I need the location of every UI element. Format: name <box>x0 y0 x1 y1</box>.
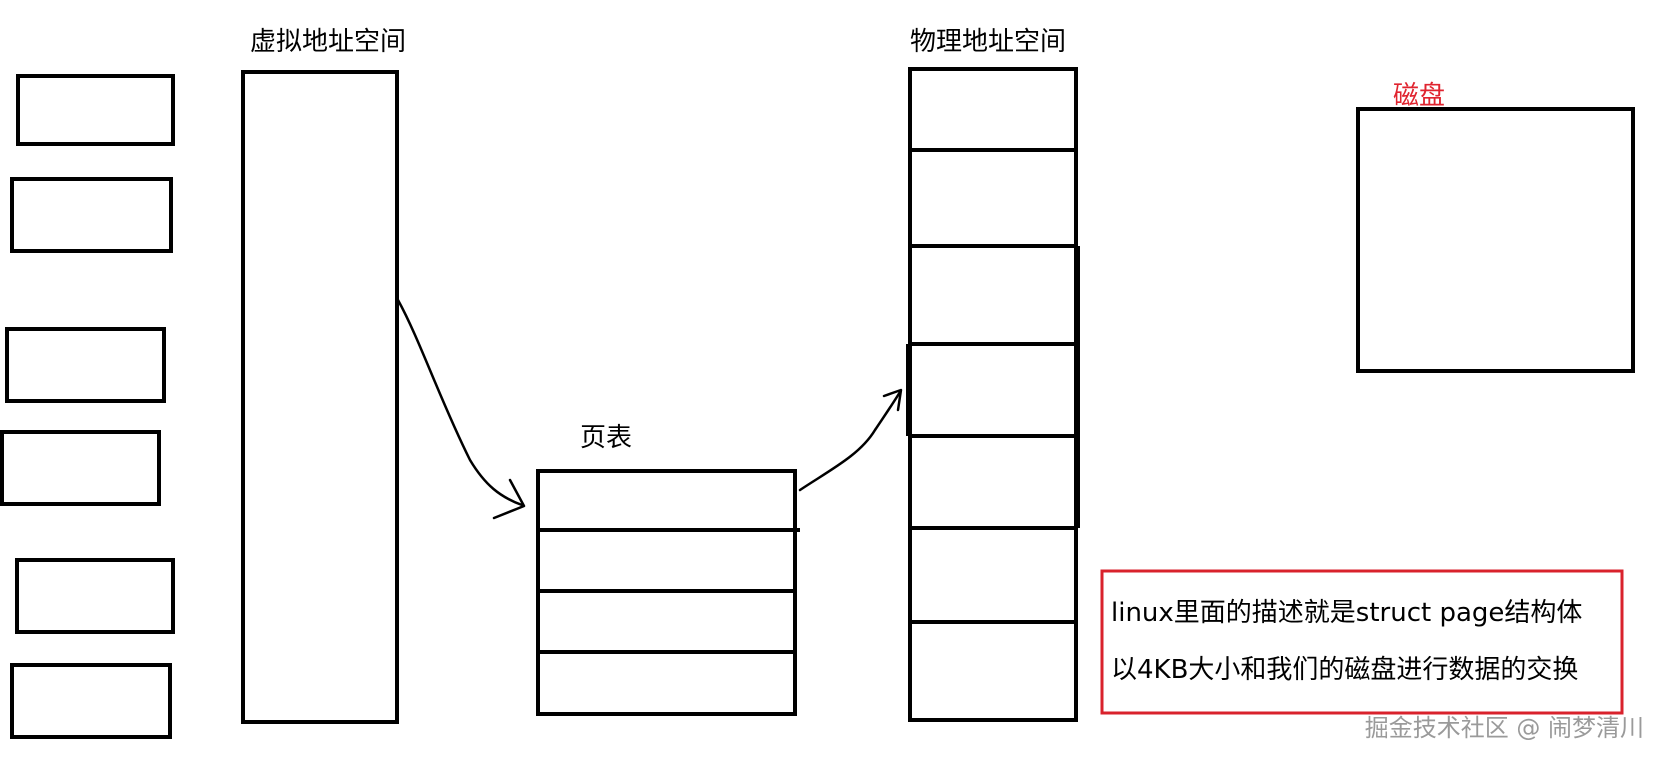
disk-label: 磁盘 <box>1393 81 1445 111</box>
physical-address-space-box <box>908 67 1078 722</box>
process-box <box>10 663 172 739</box>
process-box <box>5 327 166 403</box>
arrow-page-table-to-physical <box>798 388 903 492</box>
virtual-address-space-label: 虚拟地址空间 <box>250 27 406 57</box>
arrow-virtual-to-page-table <box>396 298 526 520</box>
note-line-2: 以4KB大小和我们的磁盘进行数据的交换 <box>1111 655 1578 685</box>
process-boxes <box>0 74 175 739</box>
page-table <box>536 469 800 716</box>
process-box <box>16 74 175 146</box>
physical-address-space <box>906 67 1080 722</box>
physical-address-space-label: 物理地址空间 <box>910 27 1066 57</box>
note-line-1: linux里面的描述就是struct page结构体 <box>1111 598 1582 628</box>
disk-box <box>1356 107 1635 373</box>
process-box <box>15 558 175 634</box>
process-box <box>0 430 161 506</box>
virtual-address-space-box <box>241 70 399 724</box>
watermark: 掘金技术社区 @ 闹梦清川 <box>1365 714 1644 742</box>
note-box <box>1100 569 1624 715</box>
page-table-label: 页表 <box>580 423 632 453</box>
process-box <box>10 177 173 253</box>
